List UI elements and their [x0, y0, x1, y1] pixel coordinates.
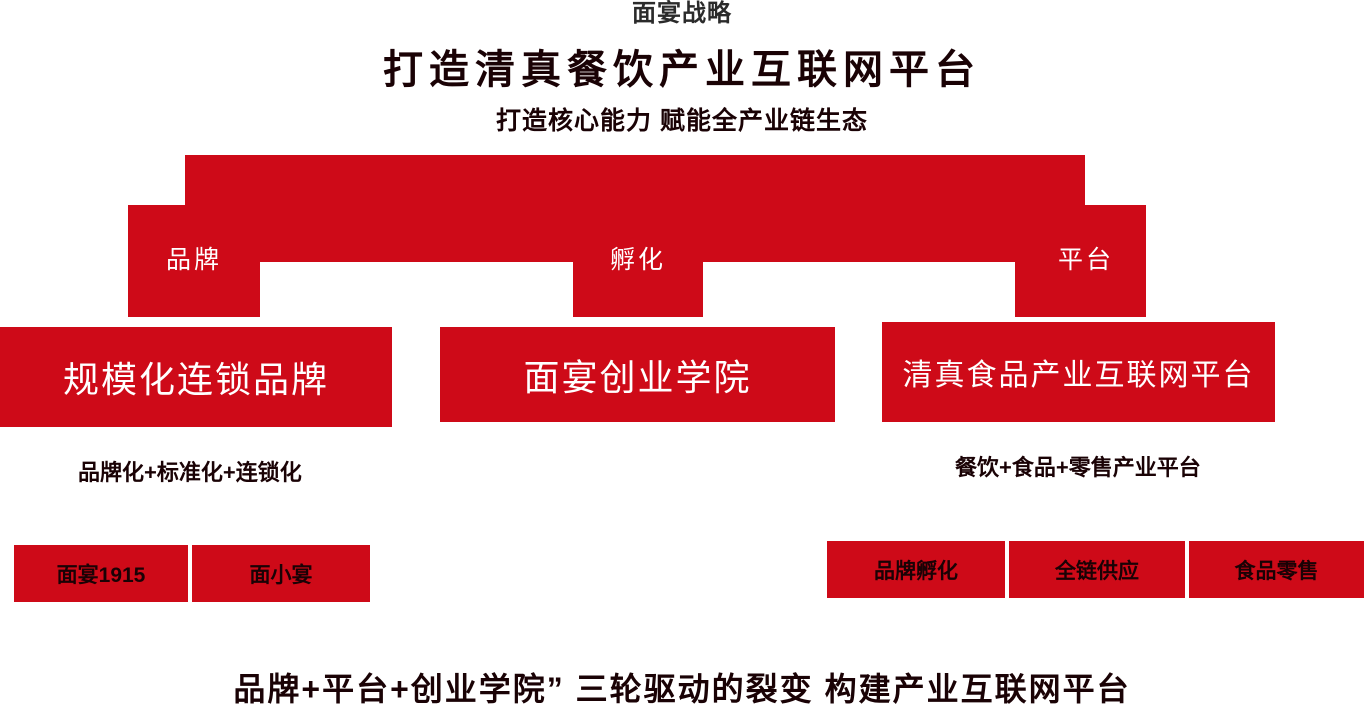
- document-title: 面宴战略: [632, 0, 732, 27]
- pillar-label-platform: 平台: [1057, 246, 1114, 274]
- tag-full-chain-supply: 全链供应: [1009, 541, 1185, 598]
- main-headline: 打造清真餐饮产业互联网平台: [383, 48, 981, 92]
- caption-platform-pillar: 餐饮+食品+零售产业平台: [955, 455, 1201, 480]
- caption-brand-pillar: 品牌化+标准化+连锁化: [78, 460, 302, 485]
- stepped-pyramid-graphic: 品牌 孵化 平台: [0, 155, 1364, 320]
- pyramid-pillar-platform: [1015, 262, 1146, 317]
- main-box-chain-brand: 规模化连锁品牌: [0, 327, 392, 427]
- sub-headline: 打造核心能力 赋能全产业链生态: [496, 107, 868, 135]
- tag-brand-incubation: 品牌孵化: [827, 541, 1005, 598]
- pyramid-pillar-brand: [128, 262, 260, 317]
- pyramid-pillar-incubate: [573, 262, 703, 317]
- tag-mianyan-1915: 面宴1915: [14, 545, 188, 602]
- footer-tagline: 品牌+平台+创业学院” 三轮驱动的裂变 构建产业互联网平台: [233, 671, 1131, 707]
- main-box-academy: 面宴创业学院: [440, 327, 835, 422]
- tag-mianxiaoyan: 面小宴: [192, 545, 370, 602]
- pillar-label-brand: 品牌: [165, 246, 222, 274]
- main-box-halal-platform: 清真食品产业互联网平台: [882, 322, 1275, 422]
- tag-food-retail: 食品零售: [1189, 541, 1364, 598]
- pyramid-middle-bar: [128, 205, 1146, 262]
- pillar-label-incubate: 孵化: [609, 246, 666, 274]
- pyramid-top-bar: [185, 155, 1085, 205]
